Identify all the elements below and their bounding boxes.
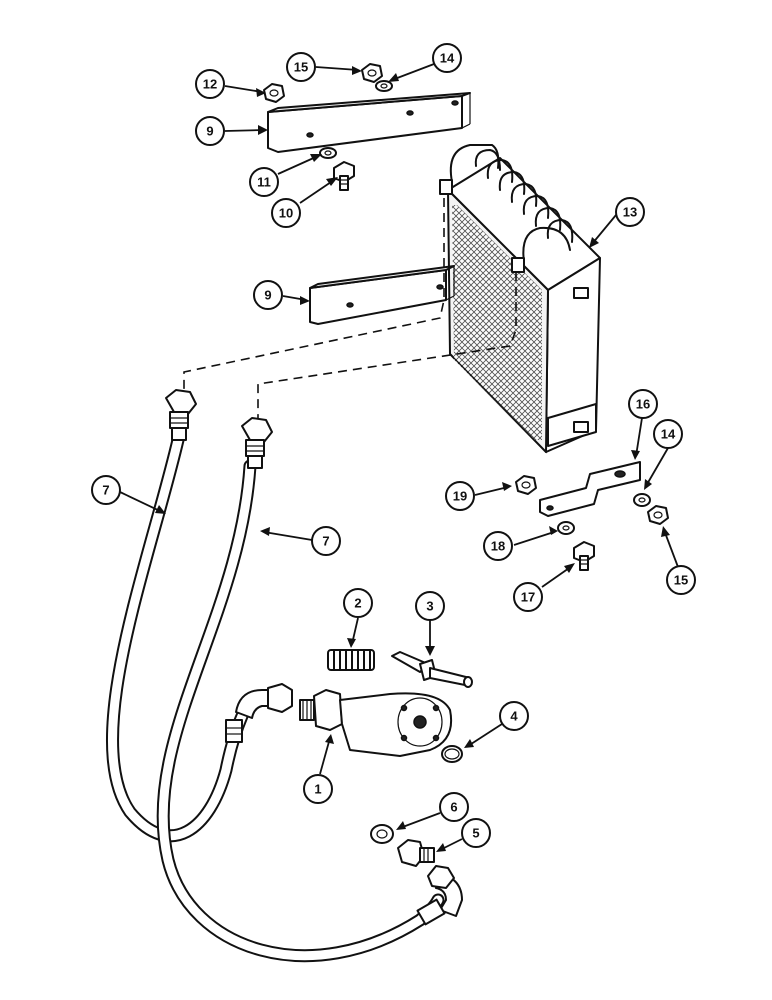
callout-label-9-lower: 9 — [264, 288, 271, 303]
spring — [327, 649, 375, 671]
hose-right-elbow-fitting — [416, 865, 463, 926]
callout-11: 11 — [249, 167, 279, 197]
adapter-fitting-5 — [397, 839, 435, 867]
valve-body — [299, 689, 452, 757]
callout-9-upper: 9 — [195, 116, 225, 146]
callout-label-13: 13 — [623, 205, 637, 220]
callout-18: 18 — [483, 531, 513, 561]
callout-label-6: 6 — [450, 800, 457, 815]
hose-right — [156, 459, 445, 963]
callout-label-15-top: 15 — [294, 60, 308, 75]
callout-15-top: 15 — [286, 52, 316, 82]
callout-label-12: 12 — [203, 77, 217, 92]
callout-16: 16 — [628, 389, 658, 419]
nut-12 — [263, 83, 285, 103]
callout-label-14-right: 14 — [661, 427, 676, 442]
callout-label-1: 1 — [314, 782, 321, 797]
washer-18 — [557, 521, 575, 535]
washer-6 — [370, 824, 394, 844]
callout-label-15-right: 15 — [674, 573, 688, 588]
callout-2: 2 — [343, 588, 373, 618]
o-ring — [441, 745, 463, 763]
callout-leaders — [119, 63, 679, 852]
callout-1: 1 — [303, 774, 333, 804]
callout-label-16: 16 — [636, 397, 650, 412]
callout-label-18: 18 — [491, 539, 505, 554]
callout-12: 12 — [195, 69, 225, 99]
callout-label-7-right: 7 — [322, 534, 329, 549]
callout-label-10: 10 — [279, 206, 293, 221]
callout-19: 19 — [445, 481, 475, 511]
connection-line-b — [257, 272, 517, 420]
callout-label-5: 5 — [472, 826, 479, 841]
callout-label-11: 11 — [257, 175, 271, 190]
lower-mounting-bracket — [309, 265, 455, 325]
nut-15-top — [361, 63, 383, 83]
hose-left — [106, 433, 249, 843]
callout-10: 10 — [271, 198, 301, 228]
connection-line-a — [183, 198, 445, 392]
hose-right-upper-fitting — [241, 417, 273, 469]
nut-19 — [515, 475, 537, 495]
plunger — [391, 651, 473, 688]
callout-15-right: 15 — [666, 565, 696, 595]
washer-11 — [319, 147, 337, 159]
bolt-10 — [333, 161, 355, 191]
callout-17: 17 — [513, 582, 543, 612]
hose-left-elbow-fitting — [225, 683, 293, 743]
callout-label-19: 19 — [453, 489, 467, 504]
callout-9-lower: 9 — [253, 280, 283, 310]
bolt-17 — [573, 541, 595, 571]
callout-7-left: 7 — [91, 475, 121, 505]
upper-mounting-bracket — [267, 92, 471, 153]
callout-3: 3 — [415, 591, 445, 621]
callout-14-top: 14 — [432, 43, 462, 73]
callout-label-4: 4 — [510, 709, 518, 724]
washer-14-top — [375, 80, 393, 92]
callout-label-7-left: 7 — [102, 483, 109, 498]
oil-cooler — [439, 144, 601, 454]
callout-label-9-upper: 9 — [206, 124, 213, 139]
callout-label-3: 3 — [426, 599, 433, 614]
callout-13: 13 — [615, 197, 645, 227]
nut-15-right — [647, 505, 669, 525]
callout-4: 4 — [499, 701, 529, 731]
callout-label-2: 2 — [354, 596, 361, 611]
callout-7-right: 7 — [311, 526, 341, 556]
callout-label-17: 17 — [521, 590, 535, 605]
callout-label-14-top: 14 — [440, 51, 455, 66]
hose-left-upper-fitting — [165, 389, 197, 441]
callout-14-right: 14 — [653, 419, 683, 449]
side-bracket — [539, 461, 641, 517]
washer-14-right — [633, 493, 651, 507]
callout-5: 5 — [461, 818, 491, 848]
callout-6: 6 — [439, 792, 469, 822]
